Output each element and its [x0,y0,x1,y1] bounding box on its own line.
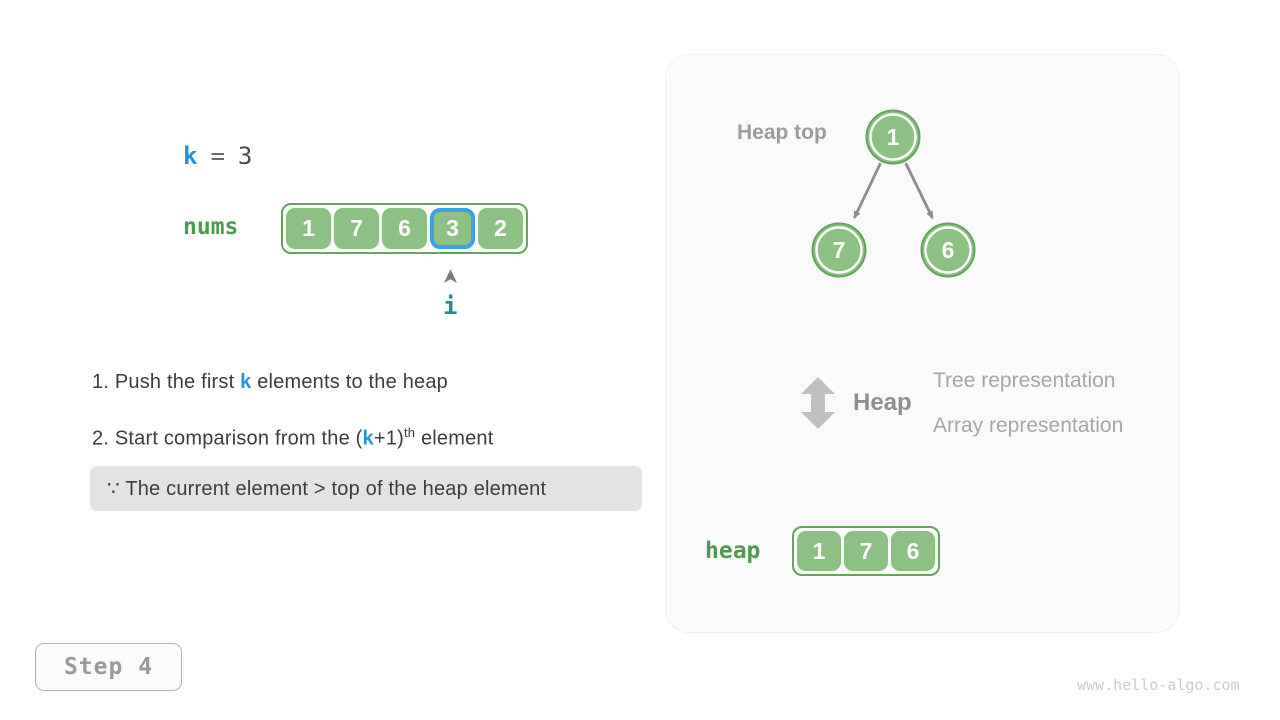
tree-representation-label: Tree representation [933,369,1116,392]
heap-cell: 7 [844,531,888,571]
watermark: www.hello-algo.com [1077,676,1240,694]
array-cell-highlighted: 3 [430,208,475,249]
heap-word-label: Heap [853,389,912,416]
tree-node-left: 7 [811,222,867,278]
index-pointer-label: i [443,292,458,320]
heap-array: 1 7 6 [792,526,940,576]
heap-cell: 6 [891,531,935,571]
condition-note-text: ∵ The current element > top of the heap … [107,478,547,500]
k-value: 3 [237,142,253,170]
array-cell: 2 [478,208,523,249]
up-down-arrow-icon [801,377,835,429]
tree-node-right-value: 6 [942,237,955,263]
heap-tree-diagram: 1 7 6 [811,109,976,278]
step2-text: 2. Start comparison from the ( [92,427,363,450]
step2-text-mid: +1) [373,427,404,450]
up-arrow-icon [444,269,457,283]
tree-node-root-value: 1 [887,124,900,150]
tree-node-right: 6 [920,222,976,278]
step1-text-end: elements to the heap [251,371,449,393]
heap-top-label: Heap top [737,121,827,144]
step1-k: k [240,371,252,393]
instruction-step-1: 1. Push the first k elements to the heap [92,371,448,394]
condition-note: ∵ The current element > top of the heap … [90,466,642,511]
nums-array: 1 7 6 3 2 [281,203,528,254]
array-cell: 6 [382,208,427,249]
heap-visualization-panel: Heap top 1 7 6 Heap Tree repre [665,54,1180,633]
step2-superscript: th [403,425,416,440]
k-variable: k [183,142,198,170]
instruction-step-2: 2. Start comparison from the (k+1)th ele… [92,425,494,451]
step2-text-end: element [415,427,494,450]
array-representation-label: Array representation [933,414,1124,437]
k-equation: k = 3 [183,142,252,170]
heap-array-label: heap [705,538,761,564]
nums-array-label: nums [183,214,239,240]
heap-cell: 1 [797,531,841,571]
step-badge-label: Step 4 [63,654,154,680]
step2-k: k [362,427,374,450]
step-badge: Step 4 [35,643,182,691]
tree-node-left-value: 7 [833,237,846,263]
array-cell: 7 [334,208,379,249]
array-cell: 1 [286,208,331,249]
step1-text: 1. Push the first [92,371,241,393]
tree-edges [853,162,934,220]
equals-sign: = [210,142,225,170]
tree-node-root: 1 [865,109,921,165]
